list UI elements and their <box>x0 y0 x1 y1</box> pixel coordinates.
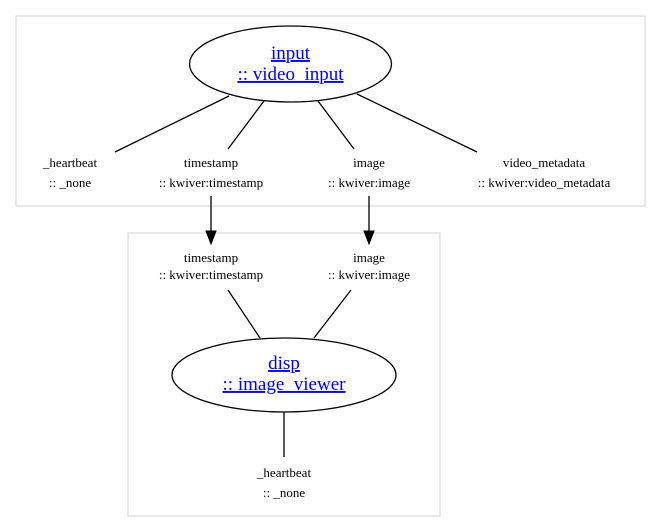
disp-timestamp-port-type: :: kwiver:timestamp <box>159 267 263 282</box>
input-to-timestamp-edge <box>227 100 265 150</box>
input-process-type-link[interactable]: :: video_input <box>237 64 344 85</box>
input-to-video-metadata-edge <box>356 93 478 153</box>
disp-image-port-name: image <box>353 250 385 265</box>
input-image-port-name: image <box>353 155 385 170</box>
input-timestamp-port-name: timestamp <box>184 155 238 170</box>
disp-heartbeat-port-name: _heartbeat <box>256 465 312 480</box>
input-heartbeat-port-type: :: _none <box>49 175 91 190</box>
disp-process-name-link[interactable]: disp <box>268 353 300 374</box>
timestamp-to-disp-edge <box>227 289 261 339</box>
disp-image-port-type: :: kwiver:image <box>328 267 410 282</box>
input-to-image-edge <box>317 100 355 150</box>
input-video-metadata-port-name: video_metadata <box>503 155 586 170</box>
disp-process-type-link[interactable]: :: image_viewer <box>223 374 347 395</box>
disp-process-node[interactable] <box>171 337 397 413</box>
input-to-heartbeat-edge <box>114 95 230 153</box>
image-to-disp-edge <box>313 289 352 339</box>
input-timestamp-port-type: :: kwiver:timestamp <box>159 175 263 190</box>
input-image-port-type: :: kwiver:image <box>328 175 410 190</box>
disp-timestamp-port-name: timestamp <box>184 250 238 265</box>
image-connection-arrowhead <box>363 230 375 246</box>
input-process-name-link[interactable]: input <box>271 43 311 64</box>
input-process-node[interactable] <box>188 25 393 103</box>
input-heartbeat-port-name: _heartbeat <box>42 155 98 170</box>
disp-heartbeat-port-type: :: _none <box>263 485 305 500</box>
timestamp-connection-arrowhead <box>205 230 217 246</box>
input-video-metadata-port-type: :: kwiver:video_metadata <box>478 175 611 190</box>
